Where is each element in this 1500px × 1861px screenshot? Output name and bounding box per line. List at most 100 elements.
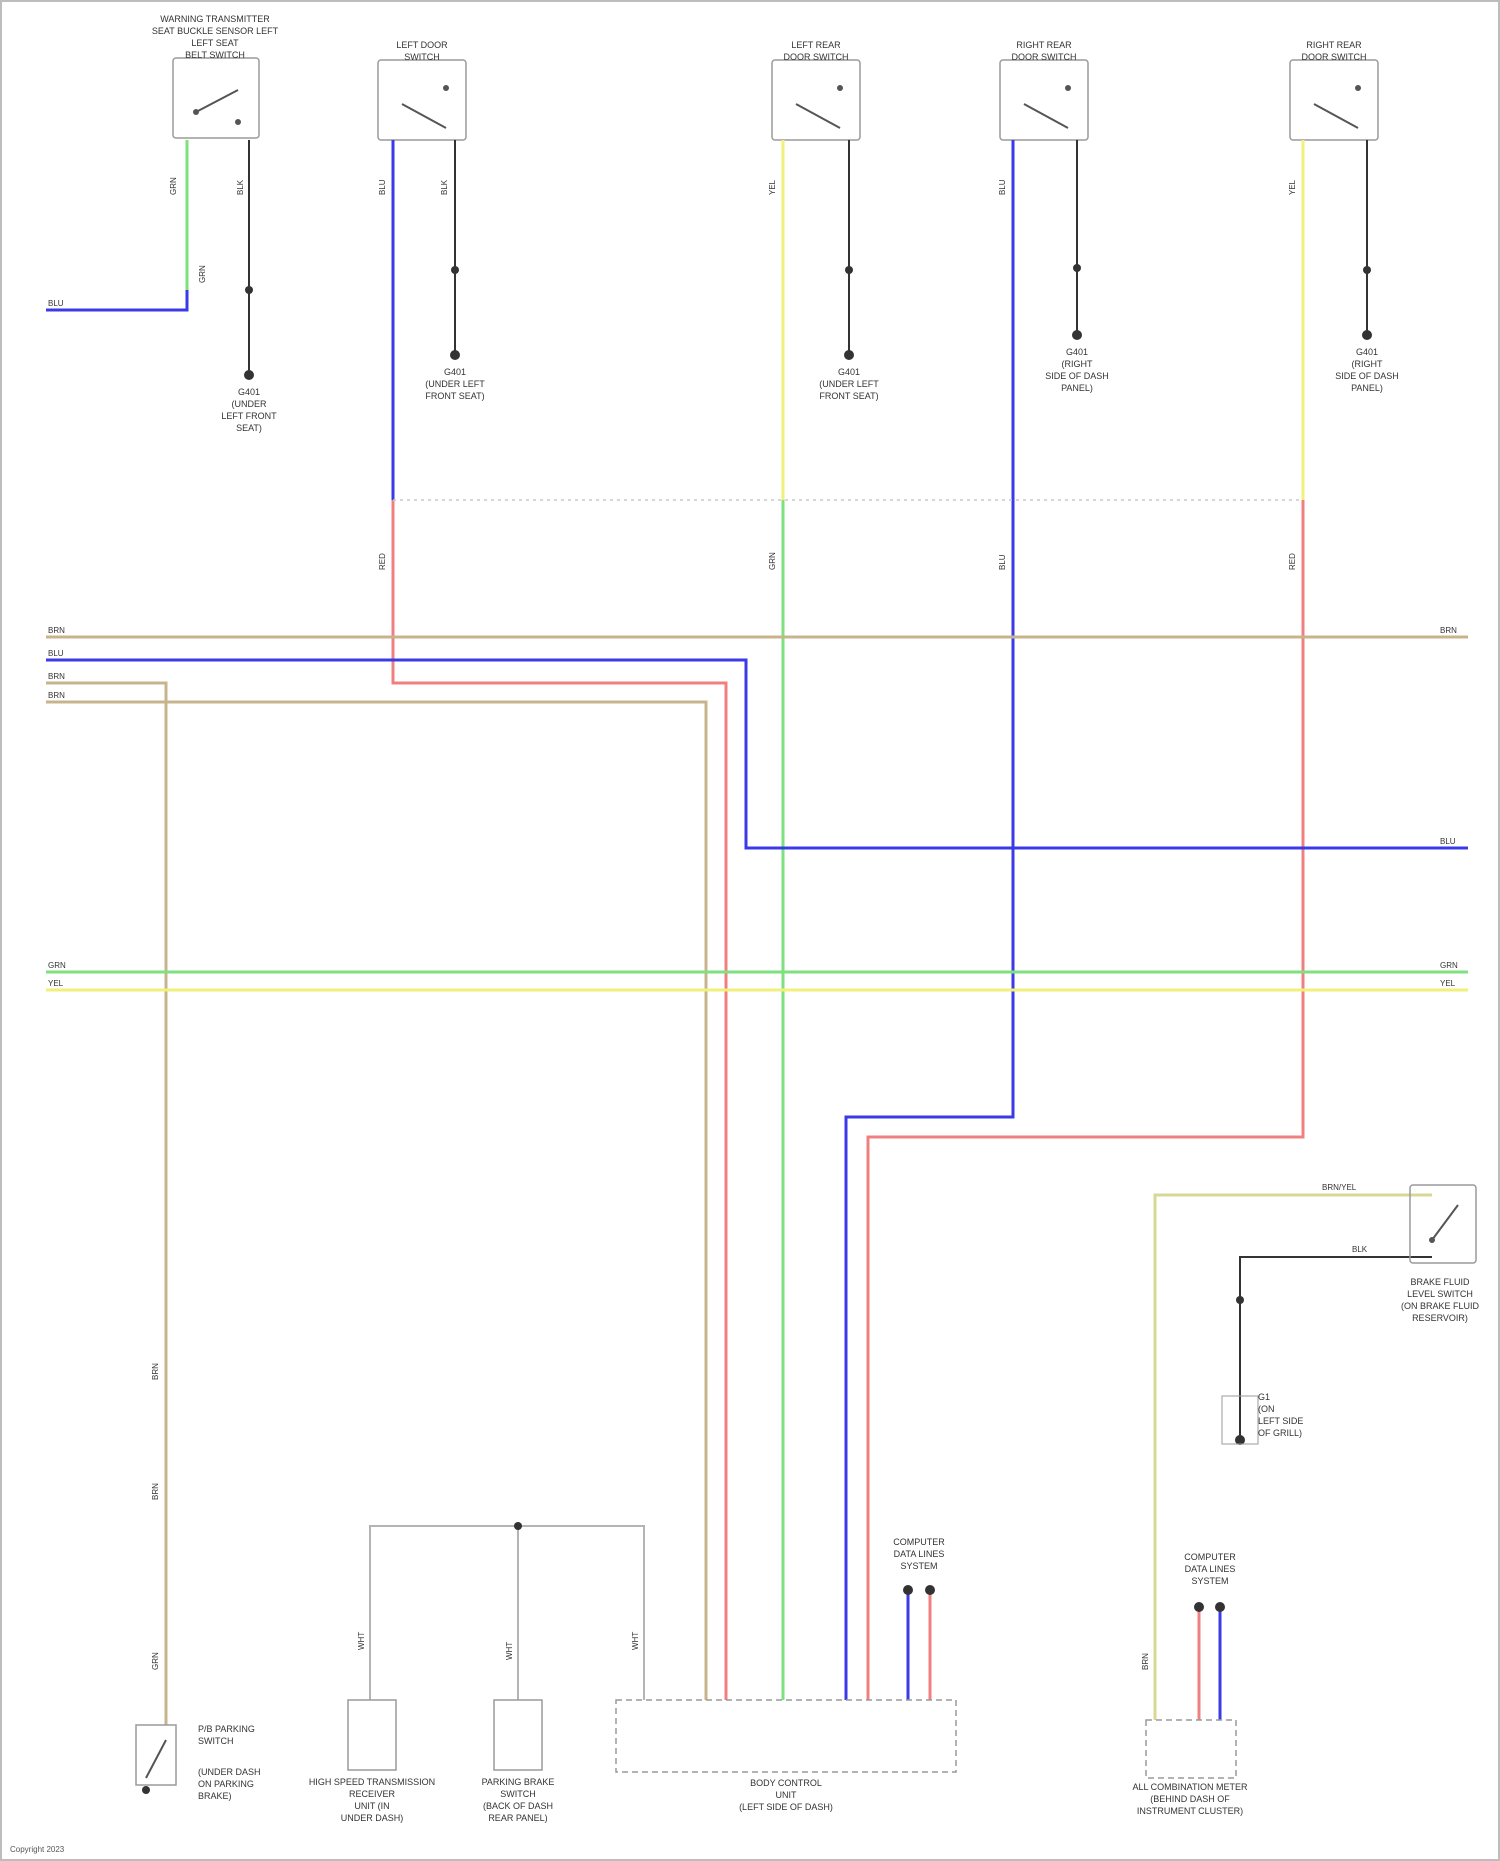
parking-brake-label-1: SWITCH [500, 1789, 536, 1799]
wire-label-v-yel-2: YEL [1288, 179, 1297, 195]
g1-label-0: G1 [1258, 1392, 1270, 1402]
bus-left-label-5: GRN [48, 961, 66, 970]
parking-switch-label-3: ON PARKING [198, 1779, 254, 1789]
parking-brake-label-0: PARKING BRAKE [482, 1777, 555, 1787]
brake-fluid-label-2: (ON BRAKE FLUID [1401, 1301, 1480, 1311]
wire-label-v-wht-2: WHT [505, 1642, 514, 1660]
meter-label-2: INSTRUMENT CLUSTER) [1137, 1806, 1243, 1816]
tcm-label-0: HIGH SPEED TRANSMISSION [309, 1777, 435, 1787]
g401-ra-label-3: PANEL) [1061, 383, 1093, 393]
g401-lr-label-1: (UNDER LEFT [819, 379, 879, 389]
can2-label-0: COMPUTER [1184, 1552, 1236, 1562]
brake-fluid-label-1: LEVEL SWITCH [1407, 1289, 1473, 1299]
data-lines-2: COMPUTER DATA LINES SYSTEM [1184, 1552, 1236, 1586]
g401-lf-label-1: (UNDER LEFT [425, 379, 485, 389]
bus-right-label-1: BRN [1440, 626, 1457, 635]
wire-label-v-red-1: RED [378, 553, 387, 570]
wire-label-v-brn-3: BRN [1141, 1653, 1150, 1670]
bus-right-label-3: GRN [1440, 961, 1458, 970]
can2-label-1: DATA LINES [1185, 1564, 1236, 1574]
g401-lr-label-0: G401 [838, 367, 860, 377]
meter-label-0: ALL COMBINATION METER [1132, 1782, 1248, 1792]
g1-label-1: (ON [1258, 1404, 1275, 1414]
parking-switch-label-2: (UNDER DASH [198, 1767, 261, 1777]
wire-label-v-blk-1: BLK [440, 179, 449, 195]
wire-label-v-yel: YEL [768, 179, 777, 195]
bus-right-label-2: BLU [1440, 837, 1456, 846]
g401-rb-label-0: G401 [1356, 347, 1378, 357]
meter-label-1: (BEHIND DASH OF [1150, 1794, 1230, 1804]
g401-lf-label-0: G401 [444, 367, 466, 377]
can2-label-2: SYSTEM [1191, 1576, 1228, 1586]
brake-fluid-label-3: RESERVOIR) [1412, 1313, 1468, 1323]
can1-label-2: SYSTEM [900, 1561, 937, 1571]
g401-seat-label-1: (UNDER [232, 399, 267, 409]
brake-fluid-label-0: BRAKE FLUID [1410, 1277, 1470, 1287]
g401-ra-label-0: G401 [1066, 347, 1088, 357]
g1-label-3: OF GRILL) [1258, 1428, 1302, 1438]
bus-left-label-3: BRN [48, 672, 65, 681]
g401-rb-label-2: SIDE OF DASH [1335, 371, 1399, 381]
wire-label-v-blu-2: BLU [998, 179, 1007, 195]
tcm-label-3: UNDER DASH) [341, 1813, 404, 1823]
bus-left-label-6: YEL [48, 979, 64, 988]
wire-label-blk-seat: BLK [236, 179, 245, 195]
can1-label-1: DATA LINES [894, 1549, 945, 1559]
wire-label-fluid-top: BRN/YEL [1322, 1183, 1357, 1192]
wire-label-grn-seat: GRN [169, 177, 178, 195]
seat-belt-switch-label-1: SEAT BUCKLE SENSOR LEFT [152, 26, 279, 36]
can1-label-0: COMPUTER [893, 1537, 945, 1547]
left-door-switch-label-1: SWITCH [404, 52, 440, 62]
wire-label-v-blu: BLU [378, 179, 387, 195]
left-door-switch-label-0: LEFT DOOR [396, 40, 448, 50]
wire-label-v-wht-1: WHT [357, 1632, 366, 1650]
tcm-label-1: RECEIVER [349, 1789, 396, 1799]
right-rear-door-switch-b-label-1: DOOR SWITCH [1302, 52, 1367, 62]
g401-seat-label-0: G401 [238, 387, 260, 397]
g401-seat-label-3: SEAT) [236, 423, 262, 433]
bcu-label-0: BODY CONTROL [750, 1778, 822, 1788]
g1-label-2: LEFT SIDE [1258, 1416, 1303, 1426]
right-rear-door-switch-a-label-1: DOOR SWITCH [1012, 52, 1077, 62]
bus-left-label-2: BLU [48, 649, 64, 658]
g401-seat-label-2: LEFT FRONT [221, 411, 277, 421]
bus-left-label-4: BRN [48, 691, 65, 700]
parking-brake-label-3: REAR PANEL) [488, 1813, 547, 1823]
wire-label-grn-mid: GRN [198, 265, 207, 283]
bus-left-label-1: BRN [48, 626, 65, 635]
g401-lr-label-2: FRONT SEAT) [819, 391, 878, 401]
bus-right-label-4: YEL [1440, 979, 1456, 988]
wire-label-v-brn-2: BRN [151, 1483, 160, 1500]
parking-switch-label-4: BRAKE) [198, 1791, 232, 1801]
wire-label-v-brn-1: BRN [151, 1363, 160, 1380]
g401-lf-label-2: FRONT SEAT) [425, 391, 484, 401]
bcu-label-2: (LEFT SIDE OF DASH) [739, 1802, 833, 1812]
g401-rb-label-3: PANEL) [1351, 383, 1383, 393]
copyright-footer: Copyright 2023 [10, 1845, 65, 1854]
tcm-label-2: UNIT (IN [354, 1801, 389, 1811]
data-lines-1: COMPUTER DATA LINES SYSTEM [893, 1537, 945, 1571]
wire-label-v-red-2: RED [1288, 553, 1297, 570]
parking-switch-label-1: SWITCH [198, 1736, 234, 1746]
right-rear-door-switch-a-label-0: RIGHT REAR [1016, 40, 1072, 50]
g401-ra-label-1: (RIGHT [1062, 359, 1093, 369]
wire-label-v-grn-2: GRN [151, 1652, 160, 1670]
left-rear-door-switch-label-1: DOOR SWITCH [784, 52, 849, 62]
wire-label-v-wht-3: WHT [631, 1632, 640, 1650]
seat-belt-switch-label-2: LEFT SEAT [191, 38, 239, 48]
bcu-label-1: UNIT [776, 1790, 797, 1800]
wire-label-blu-seat: BLU [48, 299, 64, 308]
parking-switch-label-0: P/B PARKING [198, 1724, 255, 1734]
seat-belt-switch-label-0: WARNING TRANSMITTER [160, 14, 270, 24]
left-rear-door-switch-label-0: LEFT REAR [791, 40, 841, 50]
seat-belt-switch-label-3: BELT SWITCH [185, 50, 245, 60]
right-rear-door-switch-b-label-0: RIGHT REAR [1306, 40, 1362, 50]
wire-label-v-grn-1: GRN [768, 552, 777, 570]
g401-ra-label-2: SIDE OF DASH [1045, 371, 1109, 381]
g401-rb-label-1: (RIGHT [1352, 359, 1383, 369]
parking-brake-label-2: (BACK OF DASH [483, 1801, 553, 1811]
wire-label-v-blu-3: BLU [998, 554, 1007, 570]
wire-label-fluid-bot: BLK [1352, 1245, 1368, 1254]
